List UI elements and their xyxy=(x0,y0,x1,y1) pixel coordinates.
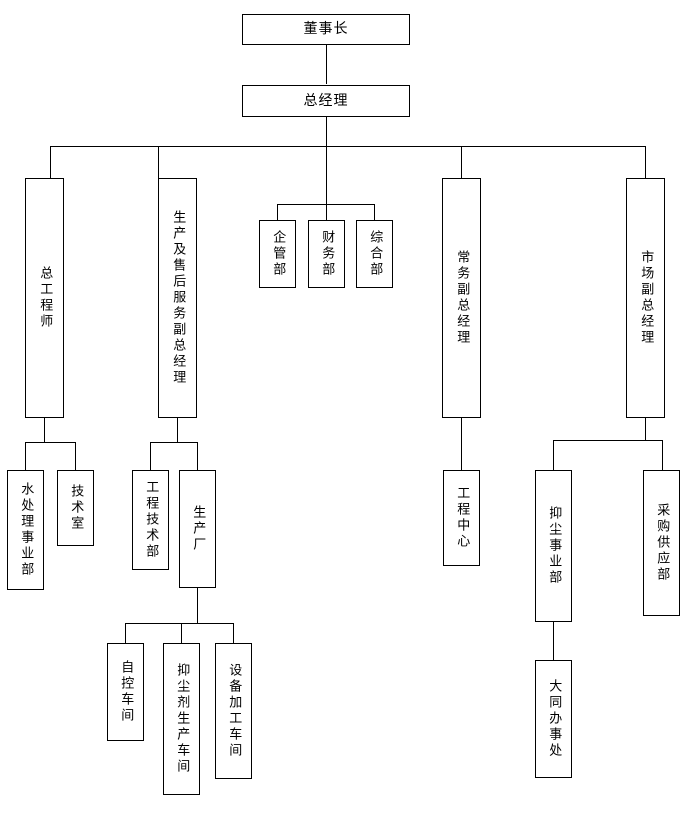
node-engineering-center[interactable]: 工程中心 xyxy=(443,470,480,566)
drop-to-water-treatment xyxy=(25,442,26,470)
node-engineering-center-label: 工程中心 xyxy=(454,486,470,550)
node-executive-vp[interactable]: 常务副总经理 xyxy=(442,178,481,418)
node-general-manager[interactable]: 总经理 xyxy=(242,85,410,117)
node-equipment-workshop-label: 设备加工车间 xyxy=(226,663,242,759)
node-datong-office-label: 大同办事处 xyxy=(546,679,562,759)
node-marketing-vp[interactable]: 市场副总经理 xyxy=(626,178,665,418)
connector-chairman-to-gm xyxy=(326,45,327,84)
drop-to-marketing-vp xyxy=(645,146,646,178)
node-general-affairs-dept[interactable]: 综合部 xyxy=(356,220,393,288)
drop-to-production-plant xyxy=(197,442,198,470)
connector-gm-stem xyxy=(326,117,327,146)
node-dust-agent-workshop-label: 抑尘剂生产车间 xyxy=(174,663,190,775)
drop-to-equipment-workshop xyxy=(233,623,234,643)
node-vp-production-service[interactable]: 生产及售后服务副总经理 xyxy=(158,178,197,418)
node-automation-workshop-label: 自控车间 xyxy=(118,660,134,724)
drop-to-vp-production xyxy=(158,146,159,178)
node-dust-suppression-division[interactable]: 抑尘事业部 xyxy=(535,470,572,622)
bus-vp-production-children xyxy=(150,442,197,443)
node-water-treatment-division[interactable]: 水处理事业部 xyxy=(7,470,44,590)
node-dust-suppression-division-label: 抑尘事业部 xyxy=(546,506,562,586)
node-dust-agent-workshop[interactable]: 抑尘剂生产车间 xyxy=(163,643,200,795)
node-automation-workshop[interactable]: 自控车间 xyxy=(107,643,144,741)
node-production-plant[interactable]: 生产厂 xyxy=(179,470,216,588)
stem-vp-production xyxy=(177,418,178,442)
connector-executive-vp-to-center xyxy=(461,418,462,470)
node-general-affairs-dept-label: 综合部 xyxy=(367,230,383,278)
node-enterprise-management-dept-label: 企管部 xyxy=(270,230,286,278)
bus-marketing-vp-children xyxy=(553,440,662,441)
node-enterprise-management-dept[interactable]: 企管部 xyxy=(259,220,296,288)
node-general-manager-label: 总经理 xyxy=(303,92,349,109)
node-equipment-workshop[interactable]: 设备加工车间 xyxy=(215,643,252,779)
node-engineering-tech-dept-label: 工程技术部 xyxy=(143,480,159,560)
stem-production-plant xyxy=(197,588,198,623)
node-purchasing-supply-dept[interactable]: 采购供应部 xyxy=(643,470,680,616)
node-tech-office[interactable]: 技术室 xyxy=(57,470,94,546)
connector-dust-division-to-datong xyxy=(553,622,554,660)
bus-chief-engineer-children xyxy=(25,442,75,443)
drop-to-engineering-tech xyxy=(150,442,151,470)
drop-to-automation-workshop xyxy=(125,623,126,643)
node-production-plant-label: 生产厂 xyxy=(190,505,206,553)
node-executive-vp-label: 常务副总经理 xyxy=(454,250,470,346)
node-marketing-vp-label: 市场副总经理 xyxy=(638,250,654,346)
stem-chief-engineer xyxy=(44,418,45,442)
drop-to-chief-engineer xyxy=(50,146,51,178)
node-engineering-tech-dept[interactable]: 工程技术部 xyxy=(132,470,169,570)
node-vp-production-service-label: 生产及售后服务副总经理 xyxy=(170,210,186,386)
bus-gm-children xyxy=(50,146,645,147)
node-purchasing-supply-dept-label: 采购供应部 xyxy=(654,503,670,583)
node-chairman-label: 董事长 xyxy=(303,21,349,38)
drop-to-executive-vp xyxy=(461,146,462,178)
node-chairman[interactable]: 董事长 xyxy=(242,14,410,45)
stem-marketing-vp xyxy=(645,418,646,440)
node-finance-dept[interactable]: 财务部 xyxy=(308,220,345,288)
node-finance-dept-label: 财务部 xyxy=(319,230,335,278)
node-datong-office[interactable]: 大同办事处 xyxy=(535,660,572,778)
drop-to-purchasing xyxy=(662,440,663,470)
drop-to-finance xyxy=(326,204,327,220)
drop-to-general-affairs xyxy=(374,204,375,220)
drop-to-dust-division xyxy=(553,440,554,470)
node-chief-engineer-label: 总工程师 xyxy=(37,266,53,330)
drop-to-dust-agent-workshop xyxy=(181,623,182,643)
node-tech-office-label: 技术室 xyxy=(68,484,84,532)
drop-to-enterprise-mgmt xyxy=(277,204,278,220)
drop-to-tech-office xyxy=(75,442,76,470)
node-water-treatment-division-label: 水处理事业部 xyxy=(18,482,34,578)
bus-production-plant-children xyxy=(125,623,233,624)
drop-to-middle-departments xyxy=(326,146,327,204)
node-chief-engineer[interactable]: 总工程师 xyxy=(25,178,64,418)
